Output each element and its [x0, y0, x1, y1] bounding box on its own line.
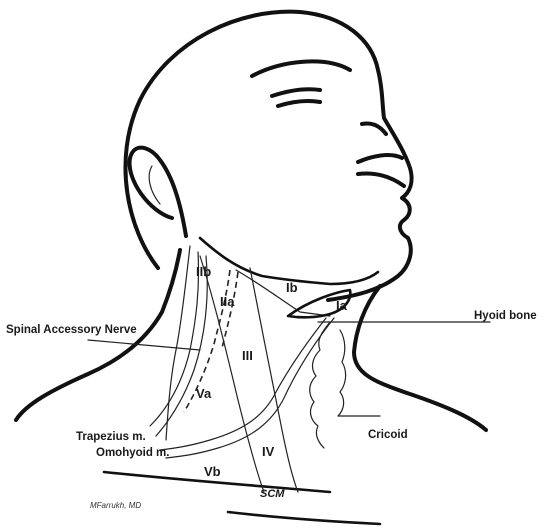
scm-border — [199, 255, 265, 493]
lower-lip — [356, 171, 406, 188]
zone-Vb-label: Vb — [204, 464, 221, 479]
zone-Ib-label: Ib — [286, 280, 298, 295]
hyoid-shape — [286, 288, 352, 319]
larynx-outline — [309, 321, 331, 449]
neck-outline-left — [14, 248, 182, 422]
jaw-skin — [198, 236, 380, 286]
spinal-accessory-pointer — [87, 339, 201, 351]
brow-line — [250, 59, 352, 78]
omohyoid-line — [159, 317, 327, 451]
author-credit: MFarrukh, MD — [90, 501, 141, 510]
clavicle — [102, 470, 332, 494]
ear-inner — [148, 165, 161, 205]
cricoid-label: Cricoid — [368, 429, 408, 441]
zone-IIb-label: IIb — [196, 264, 211, 279]
ear-outline — [127, 145, 188, 238]
omohyoid-line-2 — [165, 317, 335, 459]
omohyoid-label: Omohyoid m. — [96, 447, 169, 459]
head-outline — [123, 9, 414, 302]
spinal-accessory-nerve-label: Spinal Accessory Nerve — [6, 324, 137, 336]
neck-inner-left — [165, 245, 191, 441]
hyoid-bone-label: Hyoid bone — [474, 310, 537, 322]
zone-III-label: III — [242, 348, 253, 363]
scm-label: SCM — [260, 488, 285, 500]
trapezius-label: Trapezius m. — [76, 431, 146, 443]
larynx-right — [337, 329, 347, 417]
spinal-accessory-nerve-path-2 — [221, 271, 239, 349]
trapezius-line — [149, 251, 200, 427]
trapezius-line-2 — [155, 255, 208, 437]
shoulder-bottom — [226, 510, 382, 526]
scm-border-2 — [249, 267, 299, 493]
eye-lower — [276, 99, 322, 108]
digastric-line — [235, 269, 331, 317]
zone-IV-label: IV — [262, 444, 275, 459]
zone-Ia-label: Ia — [336, 298, 348, 313]
upper-lip — [356, 153, 404, 164]
neck-outline-right — [352, 284, 488, 432]
spinal-accessory-nerve-path — [183, 269, 231, 413]
nostril — [360, 121, 388, 136]
zone-IIa-label: IIa — [220, 294, 235, 309]
eye-upper — [270, 87, 322, 98]
zone-Va-label: Va — [196, 386, 212, 401]
